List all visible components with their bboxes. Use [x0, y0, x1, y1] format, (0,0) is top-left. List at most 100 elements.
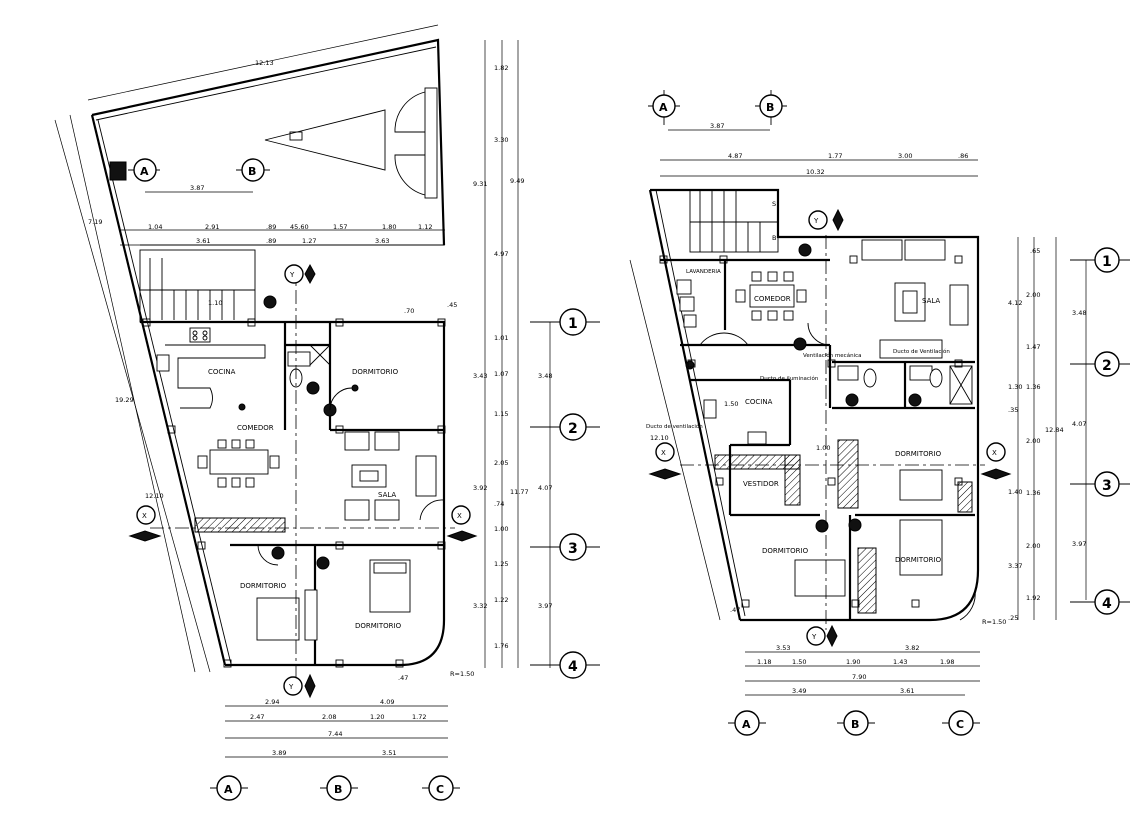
left-axis-x-right: X	[446, 505, 478, 542]
svg-text:C: C	[956, 718, 964, 731]
left-dim-row1-6: 1.12	[418, 223, 432, 231]
left-grid-a-top: A	[128, 158, 160, 182]
left-b2-3: 1.72	[412, 713, 426, 721]
left-rc4-1: 4.07	[538, 484, 552, 492]
left-rc1-9: 1.25	[494, 560, 508, 568]
svg-text:A: A	[659, 101, 668, 114]
left-grid-b: B	[320, 775, 358, 801]
left-dim-v70: .70	[404, 307, 414, 315]
left-dining-set	[197, 439, 280, 488]
svg-text:A: A	[742, 718, 751, 731]
left-dim-diag-b: 19.29	[115, 396, 134, 404]
svg-text:4: 4	[568, 659, 578, 675]
left-rc3-1: 11.77	[510, 488, 529, 496]
right-dim-ab: 3.87	[710, 122, 724, 130]
left-dim-diag-a: 7.19	[88, 218, 102, 226]
right-floor-plan: S B	[629, 90, 1130, 736]
right-grid-b-top: B	[755, 90, 787, 125]
svg-text:X: X	[457, 512, 462, 520]
right-rc1-5: 1.36	[1026, 489, 1040, 497]
right-grid-a-top: A	[648, 90, 680, 125]
left-rc4-2: 3.97	[538, 602, 552, 610]
left-stairs	[139, 249, 256, 323]
left-b2-1: 2.08	[322, 713, 336, 721]
left-kitchen	[156, 327, 266, 409]
left-columns	[142, 318, 446, 668]
svg-text:1: 1	[568, 316, 578, 332]
left-dim-row1-0: 1.04	[148, 223, 162, 231]
left-dim-row1-2: .89	[266, 223, 276, 231]
right-label-vent-mecanica: Ventilación mecánica	[803, 352, 861, 359]
right-b3-0: 3.49	[792, 687, 806, 695]
right-rc2-2: .35	[1008, 406, 1018, 414]
left-grid-a: A	[210, 775, 248, 801]
left-v47: .47	[398, 674, 408, 682]
right-rc2-1: 1.30	[1008, 383, 1022, 391]
right-rc1-3: 1.36	[1026, 383, 1040, 391]
left-rc1-2: 4.97	[494, 250, 508, 258]
left-bathroom	[287, 344, 331, 388]
right-stove	[747, 431, 767, 445]
right-top1-1: 1.77	[828, 152, 842, 160]
svg-text:3: 3	[1102, 478, 1112, 494]
svg-text:4: 4	[1102, 596, 1112, 612]
right-rc3-0: 3.48	[1072, 309, 1086, 317]
left-bed-1	[256, 597, 300, 641]
left-axis-x-left: X	[128, 505, 162, 542]
svg-text:B: B	[248, 165, 256, 178]
right-top1-0: 4.87	[728, 152, 742, 160]
right-columns	[659, 255, 963, 608]
left-rc1-3: 1.01	[494, 334, 508, 342]
right-laundry	[676, 279, 697, 328]
left-dim-v45: .45	[447, 301, 457, 309]
right-top1-2: 3.00	[898, 152, 912, 160]
left-radius: R=1.50	[450, 670, 474, 678]
left-b3-0: 3.89	[272, 749, 286, 757]
right-v47: .47	[730, 606, 740, 614]
left-dim-top: 12.13	[255, 59, 274, 67]
right-building-wall-bottom	[740, 569, 980, 622]
right-dining-set	[735, 271, 807, 321]
left-rc1-10: 1.22	[494, 596, 508, 604]
left-dim-diag-c: 12.10	[145, 492, 164, 500]
right-living-furniture	[861, 239, 969, 359]
left-grid-3: 3	[530, 533, 600, 561]
right-top-total: 10.32	[806, 168, 825, 176]
right-room-cocina: COCINA	[745, 398, 773, 406]
left-b2-2: 1.20	[370, 713, 384, 721]
right-rc1-0: .65	[1030, 247, 1040, 255]
left-dim-row1-1: 2.91	[205, 223, 219, 231]
svg-text:A: A	[224, 783, 233, 796]
right-label-ducto-vent-top: Ducto de Ventilación	[893, 348, 950, 355]
left-axis-y-top: Y	[284, 263, 316, 285]
right-b2-0: 1.18	[757, 658, 771, 666]
right-grid-3: 3	[1070, 471, 1130, 497]
right-rc2-5: .25	[1008, 614, 1018, 622]
svg-text:X: X	[142, 512, 147, 520]
svg-text:Y: Y	[811, 633, 817, 641]
right-b3-1: 3.61	[900, 687, 914, 695]
right-rc2-3: 1.40	[1008, 488, 1022, 496]
right-bed-bl	[794, 559, 846, 597]
left-b-total: 7.44	[328, 730, 342, 738]
right-radius: R=1.50	[982, 618, 1006, 626]
svg-text:2: 2	[1102, 358, 1112, 374]
right-room-sala: SALA	[922, 297, 940, 305]
right-grid-1: 1	[1070, 247, 1130, 273]
right-room-dormitorio-bl: DORMITORIO	[762, 547, 809, 555]
svg-text:Y: Y	[813, 217, 819, 225]
left-garage-triangle	[264, 109, 386, 171]
left-meter-box	[109, 161, 127, 181]
right-rc1-4: 2.00	[1026, 437, 1040, 445]
left-site-wall-inner	[95, 46, 437, 121]
svg-text:B: B	[772, 234, 776, 242]
right-rc-total: 12.84	[1045, 426, 1064, 434]
left-rc2-0: 9.31	[473, 180, 487, 188]
left-axis-y-bottom: Y	[283, 673, 316, 699]
right-rc1-2: 1.47	[1026, 343, 1040, 351]
left-gate	[424, 87, 438, 199]
left-dim-row2-0: 3.61	[196, 237, 210, 245]
svg-text:Y: Y	[289, 271, 295, 279]
svg-text:B: B	[766, 101, 774, 114]
